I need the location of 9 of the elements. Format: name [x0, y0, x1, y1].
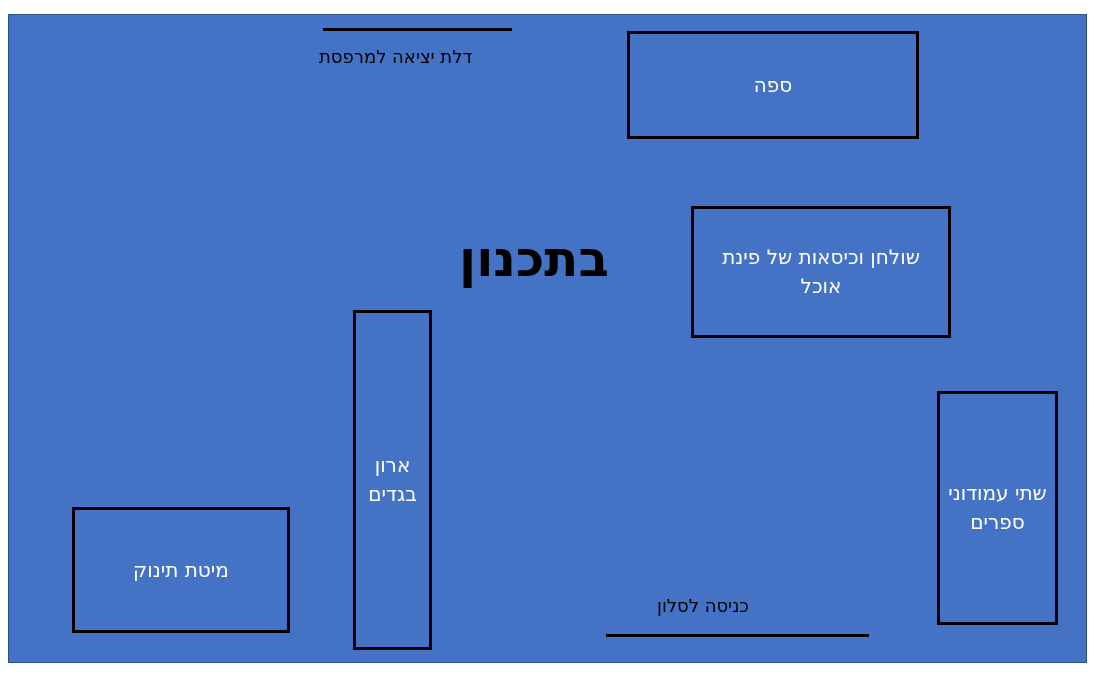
- furniture-box: שתי עמודוני ספרים: [937, 391, 1058, 625]
- furniture-box: מיטת תינוק: [72, 507, 290, 633]
- title: בתכנון: [459, 230, 609, 288]
- door-label: דלת יציאה למרפסת: [319, 46, 473, 67]
- room-area: [8, 14, 1087, 663]
- furniture-box: ארון בגדים: [353, 310, 432, 650]
- furniture-box: ספה: [627, 31, 919, 139]
- door-label: כניסה לסלון: [657, 595, 749, 616]
- furniture-box: שולחן וכיסאות של פינת אוכל: [691, 206, 951, 338]
